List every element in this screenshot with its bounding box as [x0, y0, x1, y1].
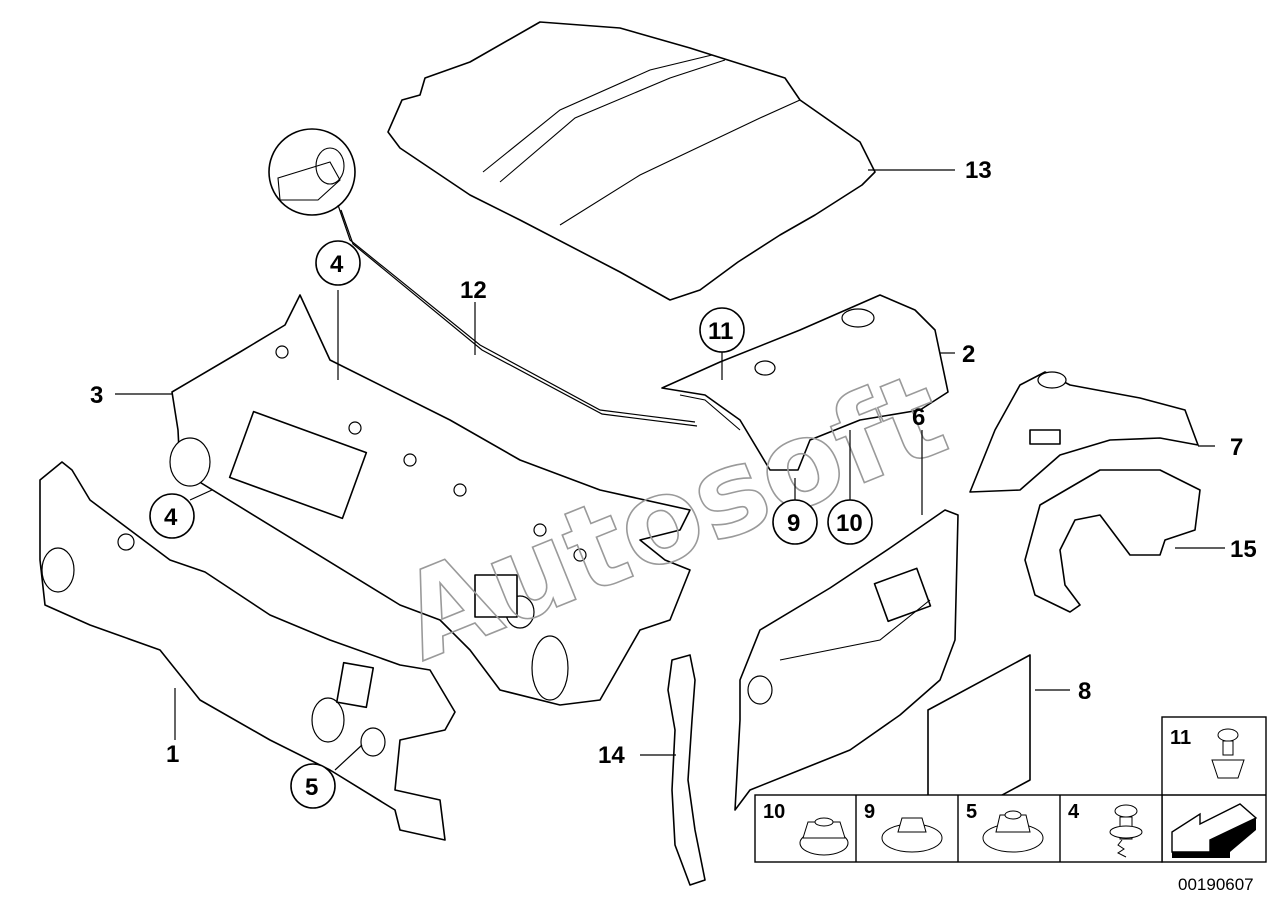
- legend-cell-9: 9: [864, 801, 943, 853]
- part-1-lower-insulation: [39, 461, 456, 841]
- legend-cell-4: 4: [1068, 801, 1143, 858]
- svg-text:12: 12: [460, 277, 487, 304]
- part-13-hood-insulation: [387, 21, 876, 301]
- svg-text:1: 1: [166, 741, 179, 768]
- hardware-legend: 11 10 9 5: [754, 716, 1267, 863]
- part-15-wheel-arch-lower: [1024, 469, 1201, 613]
- callout-10: 10: [827, 499, 873, 545]
- part-8-pad: [927, 654, 1031, 836]
- svg-text:4: 4: [330, 251, 344, 278]
- callout-1: 1: [166, 741, 179, 768]
- callout-4-left: 4: [149, 493, 195, 539]
- callout-6: 6: [912, 404, 925, 431]
- svg-text:11: 11: [708, 318, 733, 345]
- washer-nut-icon: [881, 817, 943, 853]
- legend-cell-5: 5: [966, 801, 1044, 853]
- part-3-bulkhead: [169, 294, 691, 706]
- callout-11: 11: [699, 307, 745, 353]
- svg-text:10: 10: [836, 510, 863, 537]
- callout-2: 2: [962, 341, 975, 368]
- legend-cell-11: 11: [1170, 727, 1245, 779]
- svg-text:14: 14: [598, 742, 625, 769]
- callout-7: 7: [1230, 434, 1243, 461]
- legend-cell-10: 10: [763, 801, 849, 856]
- direction-arrow-icon: [1171, 803, 1258, 858]
- leader-lines: [115, 169, 1225, 771]
- svg-text:10: 10: [763, 801, 785, 823]
- callout-15: 15: [1230, 536, 1257, 563]
- clip-rivet-icon: [1211, 728, 1245, 779]
- svg-text:15: 15: [1230, 536, 1257, 563]
- svg-text:8: 8: [1078, 678, 1091, 705]
- spring-nut-icon: [982, 810, 1044, 853]
- legend-cell-arrow: [1171, 803, 1258, 858]
- part-14-strip: [667, 654, 706, 886]
- part-7-wheel-arch-upper: [969, 371, 1199, 493]
- svg-text:7: 7: [1230, 434, 1243, 461]
- svg-text:3: 3: [90, 382, 103, 409]
- callout-8: 8: [1078, 678, 1091, 705]
- callout-12: 12: [460, 277, 487, 304]
- svg-text:4: 4: [1068, 801, 1080, 823]
- svg-text:9: 9: [864, 801, 875, 823]
- svg-text:5: 5: [305, 774, 318, 801]
- expanding-rivet-icon: [1109, 804, 1143, 858]
- callout-9: 9: [772, 499, 818, 545]
- callout-13: 13: [965, 157, 992, 184]
- svg-text:6: 6: [912, 404, 925, 431]
- svg-text:5: 5: [966, 801, 977, 823]
- part-6-side-panel: [734, 509, 959, 811]
- callout-3: 3: [90, 382, 103, 409]
- callout-14: 14: [598, 742, 625, 769]
- callout-4-top: 4: [315, 240, 361, 286]
- svg-text:13: 13: [965, 157, 992, 184]
- svg-text:4: 4: [164, 504, 178, 531]
- svg-text:2: 2: [962, 341, 975, 368]
- svg-text:11: 11: [1170, 727, 1191, 749]
- part-2-right-cover: [661, 294, 949, 471]
- svg-text:9: 9: [787, 510, 800, 537]
- callout-5: 5: [290, 763, 336, 809]
- flange-nut-icon: [799, 817, 849, 856]
- figure-number: 00190607: [1178, 875, 1254, 894]
- part-12-seal: [268, 128, 698, 427]
